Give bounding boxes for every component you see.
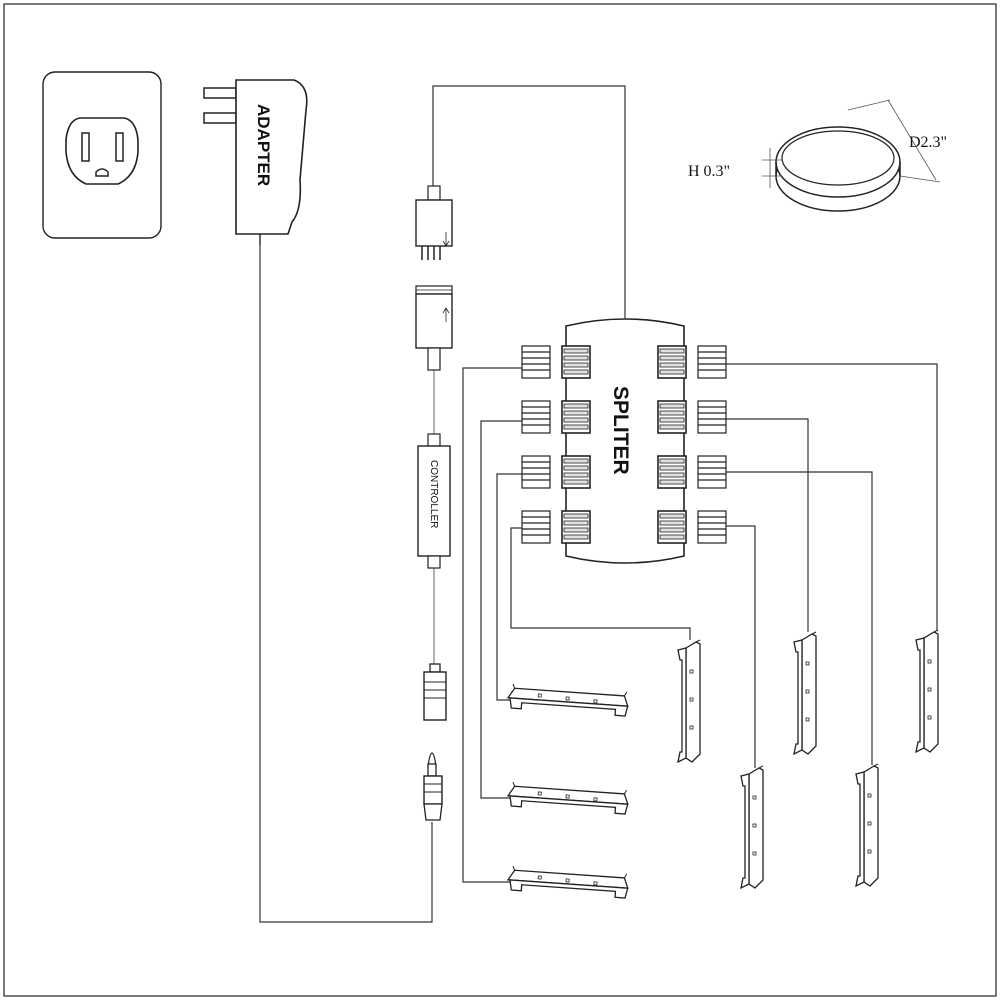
wire-left-2 — [480, 420, 522, 799]
splitter-label: SPLITER — [609, 386, 632, 475]
outlet-icon — [42, 71, 162, 239]
led-light-bar-icon — [677, 639, 701, 763]
led-light-bar-icon — [506, 683, 630, 717]
diameter-label: D2.3" — [909, 134, 947, 151]
adapter-cable — [259, 245, 433, 923]
height-label: H 0.3" — [688, 163, 730, 180]
controller-label: CONTROLLER — [428, 460, 439, 528]
led-light-bar-icon — [915, 629, 939, 753]
splitter-input-cable — [432, 85, 626, 322]
splitter-hub — [521, 318, 727, 564]
dc-female-plug-icon — [423, 568, 447, 721]
wire-right-1 — [726, 363, 938, 630]
led-light-bar-icon — [506, 781, 630, 815]
4-pin-male-connector-icon — [415, 185, 453, 260]
4-pin-female-connector-icon — [415, 285, 453, 371]
wire-left-3 — [496, 473, 522, 701]
controller-box — [417, 370, 451, 569]
wire-left-4 — [510, 527, 691, 640]
led-light-bar-icon — [506, 865, 630, 899]
adapter-label: ADAPTER — [254, 104, 273, 186]
dc-male-plug-icon — [423, 752, 443, 821]
diagram-border — [3, 3, 997, 997]
wire-right-4 — [726, 525, 756, 768]
led-light-bar-icon — [740, 765, 764, 889]
led-light-bar-icon — [855, 763, 879, 887]
led-light-bar-icon — [793, 631, 817, 755]
puck-light-icon — [762, 99, 941, 212]
wire-right-3 — [726, 471, 873, 765]
wire-right-2 — [726, 418, 809, 632]
wire-left-1 — [462, 367, 522, 883]
power-adapter-icon — [203, 79, 308, 245]
